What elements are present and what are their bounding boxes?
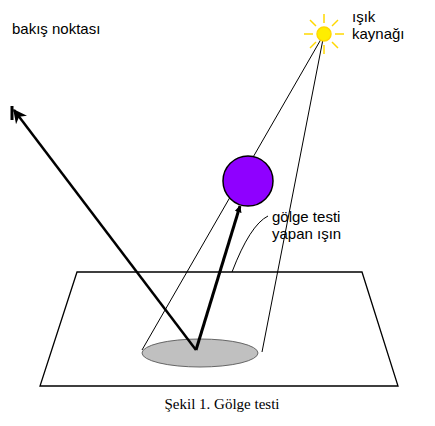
light-cone-edge (262, 34, 324, 352)
shadow-ray (196, 206, 240, 350)
ground-plane (40, 272, 398, 386)
light-cone-edge (142, 34, 324, 350)
shadow-ellipse (142, 339, 258, 367)
viewpoint-mark (11, 106, 14, 120)
light-source (304, 14, 344, 54)
annotation-label: gölge testi yapan ışın (272, 208, 372, 242)
figure-caption: Şekil 1. Gölge testi (165, 396, 280, 413)
annotation-label: ışık kaynağı (352, 8, 416, 42)
leader-line (232, 216, 268, 272)
occluder-sphere (223, 156, 273, 206)
annotation-label: bakış noktası (12, 20, 152, 37)
view-ray (14, 110, 196, 350)
